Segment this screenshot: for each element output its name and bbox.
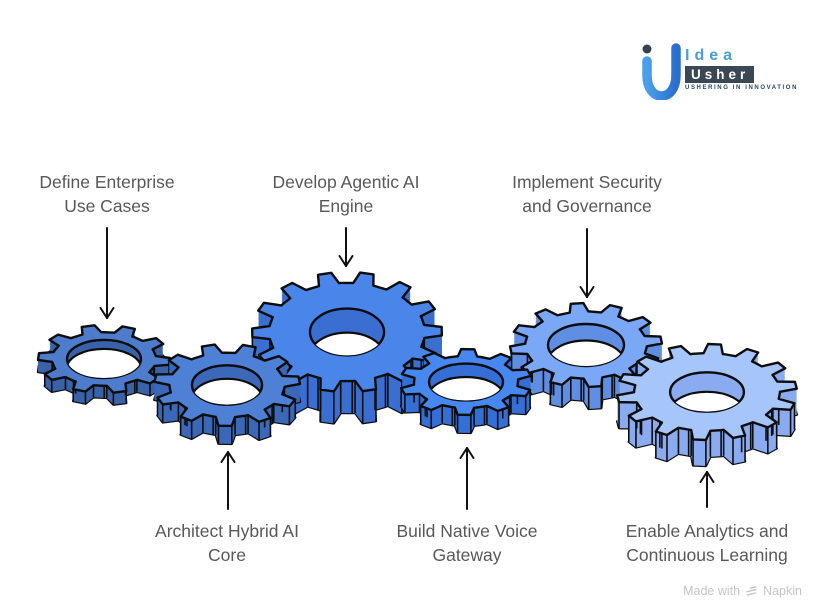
watermark-brand: Napkin: [763, 584, 802, 598]
gear-4: [399, 347, 533, 435]
idea-usher-mark-icon: [642, 43, 681, 100]
step-label-architect-hybrid-ai-core: Architect Hybrid AI Core: [155, 521, 299, 565]
step-arrow-3: [338, 227, 354, 267]
brand-tagline: USHERING IN INNOVATION: [685, 85, 798, 91]
gear-6: [616, 342, 798, 468]
watermark-prefix: Made with: [683, 584, 741, 598]
step-arrow-2: [220, 451, 236, 510]
step-label-build-native-voice-gateway: Build Native Voice Gateway: [396, 521, 538, 565]
napkin-icon: [746, 585, 757, 596]
step-label-implement-security-governance: Implement Security and Governance: [512, 172, 662, 216]
step-label-define-enterprise-use-cases: Define Enterprise Use Cases: [39, 172, 175, 216]
brand-name-top: Idea: [685, 47, 738, 64]
brand-name-bottom: Usher: [685, 66, 755, 83]
brand-wordmark: Idea Usher USHERING IN INNOVATION: [685, 42, 798, 91]
napkin-watermark: Made with Napkin: [683, 584, 802, 598]
step-arrow-4: [459, 447, 475, 510]
step-arrow-1: [99, 227, 115, 319]
step-label-enable-analytics-learning: Enable Analytics and Continuous Learning: [625, 521, 789, 565]
step-label-develop-agentic-ai-engine: Develop Agentic AI Engine: [272, 172, 420, 216]
gear-2: [153, 343, 302, 446]
brand-logo: Idea Usher USHERING IN INNOVATION: [639, 42, 798, 100]
gear-1: [36, 324, 172, 406]
step-arrow-6: [699, 471, 715, 508]
step-arrow-5: [579, 228, 595, 298]
gear-5: [508, 301, 664, 411]
